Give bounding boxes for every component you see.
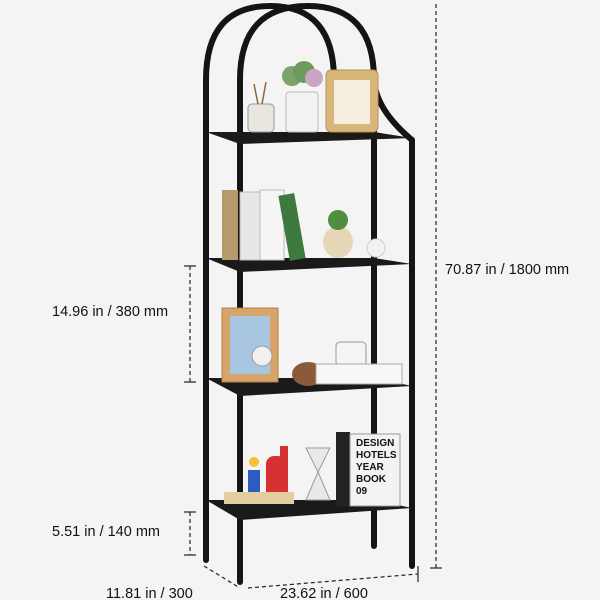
depth-width-dimension-line xyxy=(203,565,419,589)
height-dimension-label: 70.87 in / 1800 mm xyxy=(445,262,570,278)
top-shelf-decor xyxy=(247,61,379,133)
second-shelf-decor xyxy=(222,189,386,261)
bottom-shelf-decor xyxy=(224,432,401,507)
shelf-second xyxy=(206,258,412,272)
shelf-spacing-dimension-line xyxy=(184,265,196,383)
shelf-spacing-dimension-label: 14.96 in / 380 mm xyxy=(52,304,169,320)
bottom-clearance-dimension-label: 5.51 in / 140 mm xyxy=(52,524,160,540)
depth-dimension-label: 11.81 in / 300 xyxy=(106,586,193,600)
third-shelf-decor xyxy=(221,307,403,386)
bottom-clearance-dimension-line xyxy=(184,511,196,556)
design-hotels-book-title: DESIGN HOTELS YEAR BOOK 09 xyxy=(356,438,397,497)
shelf-top xyxy=(206,132,412,144)
width-dimension-label: 23.62 in / 600 xyxy=(280,586,368,600)
